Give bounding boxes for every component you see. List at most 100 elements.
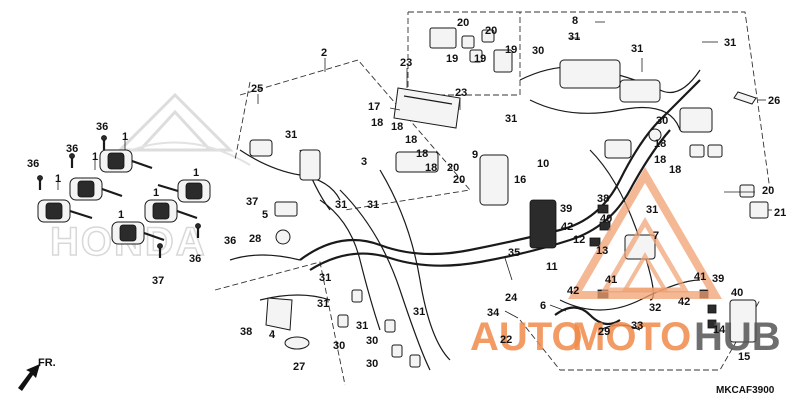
bolt bbox=[101, 135, 107, 150]
diagram-code: MKCAF3900 bbox=[716, 385, 775, 396]
watermark-auto: AUTO bbox=[470, 315, 583, 359]
callout-32: 32 bbox=[649, 302, 661, 314]
callout-6: 6 bbox=[540, 300, 546, 312]
callout-31: 31 bbox=[413, 306, 425, 318]
callout-1: 1 bbox=[122, 131, 128, 143]
front-direction-indicator: FR. bbox=[18, 357, 56, 391]
bolt bbox=[195, 223, 201, 238]
callout-18: 18 bbox=[405, 134, 417, 146]
callout-18: 18 bbox=[654, 154, 666, 166]
callout-36: 36 bbox=[189, 253, 201, 265]
callout-20: 20 bbox=[762, 185, 774, 197]
callout-31: 31 bbox=[568, 31, 580, 43]
ignition-coil bbox=[111, 221, 165, 245]
callout-29: 29 bbox=[598, 326, 610, 338]
ignition-coil bbox=[99, 149, 153, 173]
bolt bbox=[69, 153, 75, 168]
callout-16: 16 bbox=[514, 174, 526, 186]
callout-2: 2 bbox=[321, 47, 327, 59]
direction-arrow-icon bbox=[18, 364, 40, 391]
callout-42: 42 bbox=[561, 221, 573, 233]
bolt bbox=[157, 243, 163, 258]
callout-39: 39 bbox=[560, 203, 572, 215]
callout-5: 5 bbox=[262, 209, 268, 221]
callout-37: 37 bbox=[246, 196, 258, 208]
lower-left-parts bbox=[265, 201, 421, 368]
leader-lines bbox=[57, 21, 772, 332]
callout-18: 18 bbox=[669, 164, 681, 176]
callout-1: 1 bbox=[55, 173, 61, 185]
callout-36: 37 bbox=[152, 275, 164, 287]
callout-23: 23 bbox=[400, 57, 412, 69]
watermark-hub: HUB bbox=[694, 315, 781, 359]
relay-bracket bbox=[393, 87, 461, 129]
ignition-coil bbox=[37, 199, 93, 223]
callout-11: 11 bbox=[546, 261, 558, 273]
callout-36: 36 bbox=[224, 235, 236, 247]
callout-20: 20 bbox=[447, 162, 459, 174]
callout-30: 30 bbox=[366, 335, 378, 347]
callout-20: 20 bbox=[453, 174, 465, 186]
relay-box-parts bbox=[429, 27, 513, 73]
callout-18: 18 bbox=[391, 121, 403, 133]
callout-36: 36 bbox=[27, 158, 39, 170]
callout-38: 38 bbox=[597, 193, 609, 205]
callout-27: 27 bbox=[293, 361, 305, 373]
ignition-coil bbox=[69, 177, 123, 201]
callout-4: 4 bbox=[269, 329, 276, 341]
callout-9: 9 bbox=[472, 149, 478, 161]
callout-10: 10 bbox=[537, 158, 549, 170]
callout-1: 1 bbox=[92, 151, 98, 163]
ignition-coil bbox=[157, 179, 211, 203]
callout-1: 1 bbox=[193, 167, 199, 179]
callout-13: 13 bbox=[596, 245, 608, 257]
callout-34: 34 bbox=[487, 307, 500, 319]
callout-19: 19 bbox=[474, 53, 486, 65]
callout-41: 41 bbox=[605, 274, 617, 286]
callout-28: 28 bbox=[249, 233, 261, 245]
callout-18: 18 bbox=[654, 138, 666, 150]
callout-1: 1 bbox=[153, 187, 159, 199]
automotohub-watermark: AUTO MOTO HUB bbox=[470, 167, 781, 359]
callout-31: 31 bbox=[646, 204, 658, 216]
callout-23: 23 bbox=[455, 87, 467, 99]
callout-31: 31 bbox=[356, 320, 368, 332]
callout-36: 36 bbox=[66, 143, 78, 155]
callout-17: 17 bbox=[368, 101, 380, 113]
callout-31: 31 bbox=[285, 129, 297, 141]
callout-14: 14 bbox=[713, 324, 726, 336]
callout-31: 31 bbox=[724, 37, 736, 49]
watermark-moto: MOTO bbox=[572, 315, 691, 359]
callout-30: 30 bbox=[532, 45, 544, 57]
callout-20: 20 bbox=[457, 17, 469, 29]
callout-35: 35 bbox=[508, 247, 520, 259]
callout-18: 18 bbox=[425, 162, 437, 174]
callout-31: 31 bbox=[319, 272, 331, 284]
callout-labels: 1 1 1 1 1 1 2 3 4 5 6 7 8 9 10 11 12 13 … bbox=[27, 15, 786, 373]
callout-30: 30 bbox=[366, 358, 378, 370]
callout-25: 25 bbox=[251, 83, 263, 95]
callout-30: 30 bbox=[656, 115, 668, 127]
callout-31: 31 bbox=[631, 43, 643, 55]
main-wire-harness bbox=[229, 59, 701, 371]
callout-40: 41 bbox=[694, 271, 706, 283]
callout-41: 42 bbox=[678, 296, 690, 308]
callout-12: 12 bbox=[573, 234, 585, 246]
callout-19: 19 bbox=[446, 53, 458, 65]
callout-37: 38 bbox=[240, 326, 252, 338]
callout-38: 39 bbox=[712, 273, 724, 285]
callout-31: 31 bbox=[335, 199, 347, 211]
callout-7: 7 bbox=[653, 230, 659, 242]
direction-label: FR. bbox=[38, 357, 56, 369]
callout-31: 31 bbox=[505, 113, 517, 125]
right-side-parts bbox=[479, 91, 769, 343]
callout-31: 31 bbox=[367, 199, 379, 211]
callout-20: 20 bbox=[485, 25, 497, 37]
ignition-coil bbox=[144, 199, 198, 223]
callout-40: 40 bbox=[600, 213, 612, 225]
bolt bbox=[37, 175, 43, 190]
callout-18: 18 bbox=[371, 117, 383, 129]
callout-1: 1 bbox=[118, 209, 124, 221]
callout-33: 33 bbox=[631, 320, 643, 332]
